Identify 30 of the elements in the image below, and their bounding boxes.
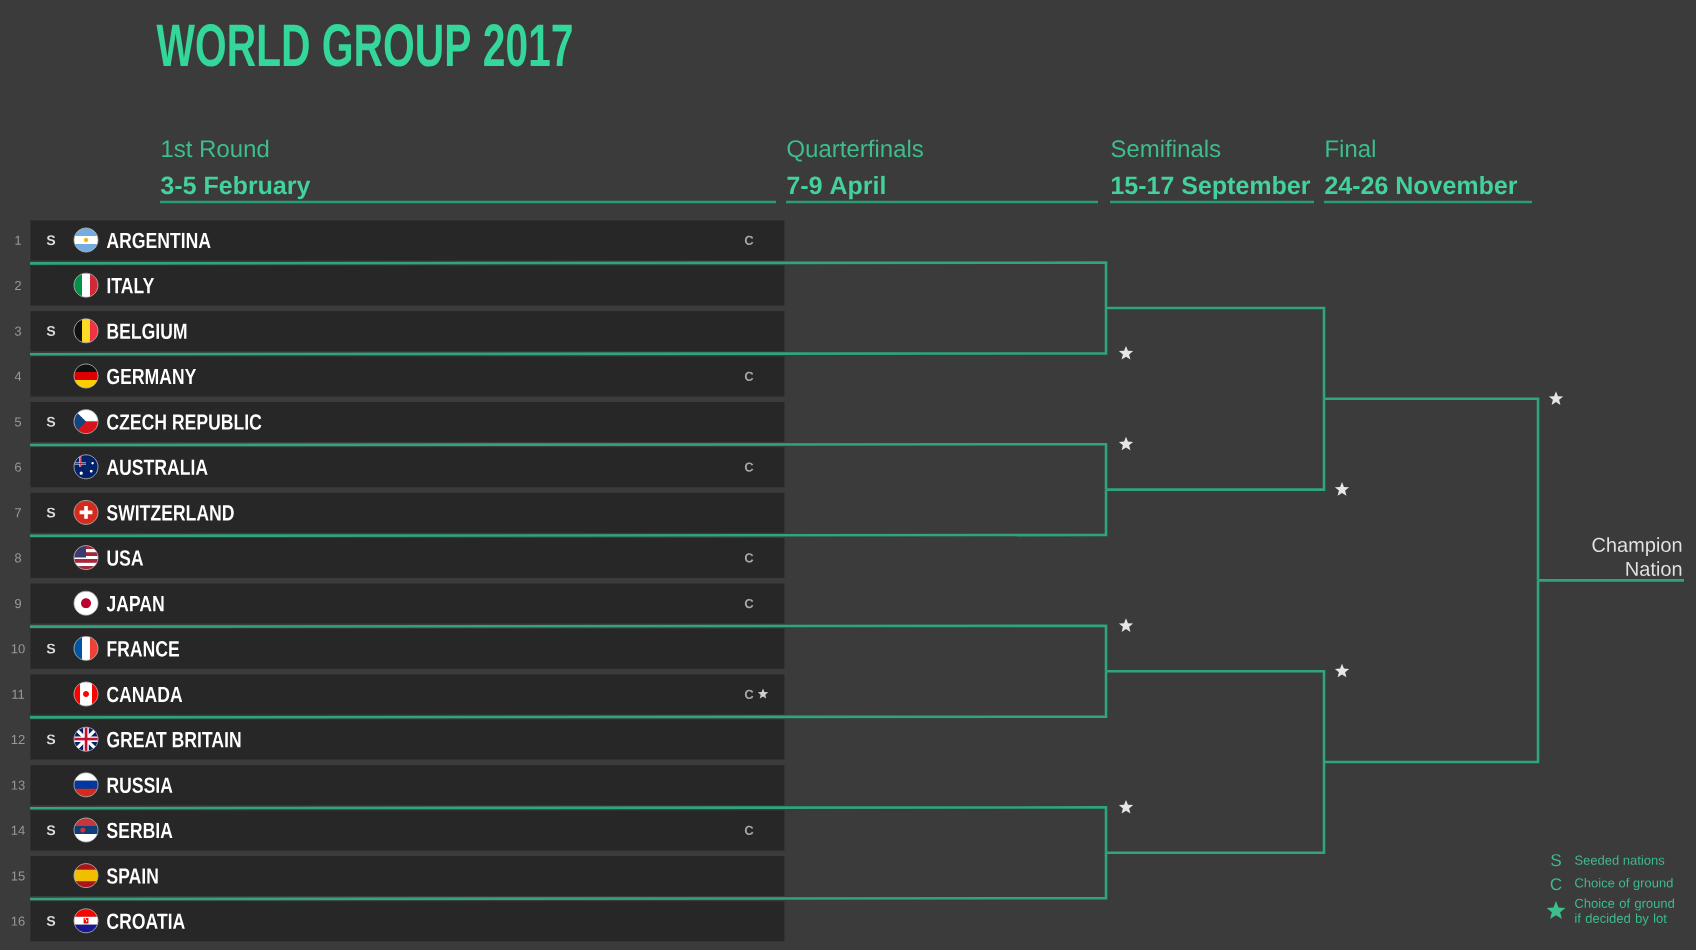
bracket-line <box>30 852 1108 901</box>
legend-letter: C <box>1550 878 1562 891</box>
date-label: 15-17 September <box>1112 175 1311 200</box>
date-label: 3-5 February <box>160 175 311 200</box>
bracket-line <box>30 806 1108 853</box>
bracket-line <box>1538 579 1684 582</box>
bracket-line <box>30 442 1108 490</box>
bracket-line <box>30 671 1108 719</box>
bracket-line <box>1106 306 1326 399</box>
bracket-line <box>1106 669 1326 762</box>
team-row: ITALY <box>30 265 785 306</box>
column-heading: Semifinals <box>1111 139 1221 158</box>
date-label: 7-9 April <box>787 175 885 200</box>
bracket-line <box>1324 580 1540 764</box>
team-row: SPAIN <box>30 856 785 896</box>
legend-letter: S <box>1551 854 1561 867</box>
champion-label: Champion Nation <box>1592 537 1682 576</box>
bracket-line <box>30 308 1108 356</box>
column-heading: 1st Round <box>162 139 269 158</box>
bracket-line <box>1324 397 1540 581</box>
title: WORLD GROUP 2017 <box>156 24 572 67</box>
bracket-line <box>30 624 1108 672</box>
bracket-line <box>1106 762 1326 855</box>
date-label: 24-26 November <box>1325 175 1518 195</box>
bracket-line <box>30 261 1108 308</box>
column-heading: Final <box>1326 139 1375 158</box>
bracket-line <box>1106 398 1326 491</box>
column-heading: Quarterfinals <box>787 139 923 162</box>
team-row: RUSSIA <box>30 765 785 806</box>
bracket-line <box>30 489 1108 538</box>
